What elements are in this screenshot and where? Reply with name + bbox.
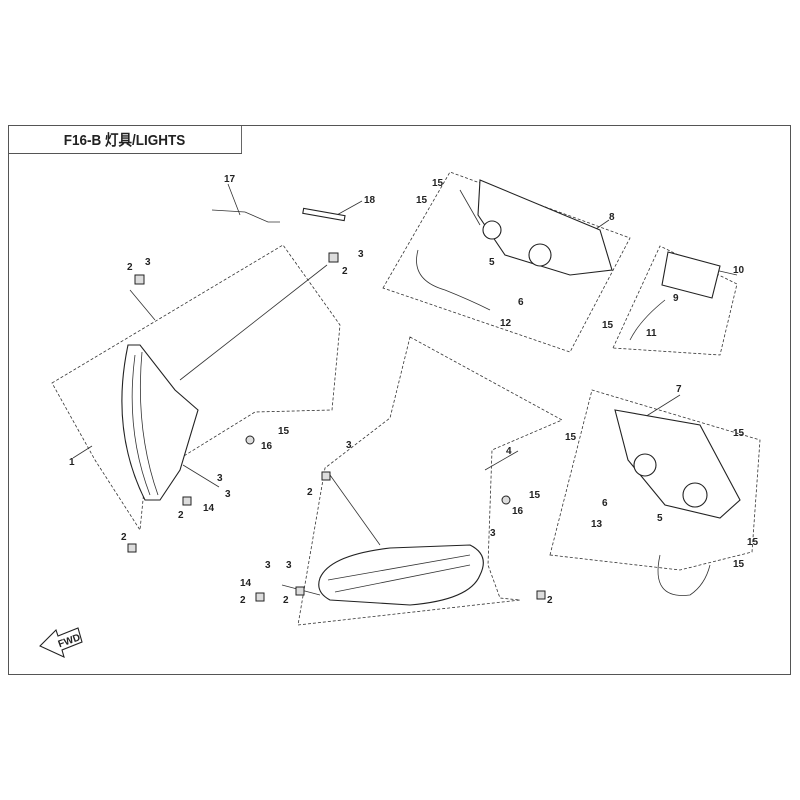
diagram-frame (8, 125, 791, 675)
forward-arrow-icon (39, 627, 83, 658)
callout-number: 11 (646, 328, 657, 339)
callout-number: 2 (283, 595, 289, 606)
taillight-upper (477, 179, 613, 276)
callout-number: 2 (127, 262, 133, 273)
taillight-lower (614, 409, 741, 519)
callout-number: 3 (265, 560, 271, 571)
callout-number: 10 (733, 265, 745, 276)
callout-number: 5 (489, 257, 495, 268)
callout-number: 2 (121, 532, 127, 543)
callout-number: 15 (733, 428, 745, 439)
headlight-left (121, 344, 199, 501)
callout-number: 3 (490, 528, 496, 539)
callout-number: 2 (178, 510, 184, 521)
clip-nut (321, 471, 331, 481)
callout-number: 7 (676, 384, 682, 395)
diagram-title: F16-B 灯具/LIGHTS (8, 125, 242, 154)
callout-number: 14 (240, 578, 252, 589)
callout-number: 14 (203, 503, 215, 514)
callout-number: 15 (747, 537, 759, 548)
callout-number: 3 (225, 489, 231, 500)
callout-number: 5 (657, 513, 663, 524)
clip-nut (536, 590, 546, 600)
wire-harness-11 (629, 299, 666, 341)
callout-number: 3 (286, 560, 292, 571)
callout-number: 15 (565, 432, 577, 443)
clip-nut (182, 496, 192, 506)
clip-nut (328, 252, 339, 263)
headlight-center-outline (297, 336, 563, 626)
parts (121, 179, 741, 606)
callout-number: 6 (518, 297, 524, 308)
clip-nut (295, 586, 305, 596)
callout-number: 15 (278, 426, 290, 437)
callout-number: 3 (346, 440, 352, 451)
bracket-17 (211, 209, 280, 223)
callout-number: 16 (512, 506, 524, 517)
callout-number: 4 (506, 446, 512, 457)
callout-number: 3 (217, 473, 223, 484)
callout-number: 1 (69, 457, 75, 468)
callout-number: 13 (591, 519, 603, 530)
headlight-left-outline (51, 244, 341, 532)
callout-number: 2 (547, 595, 553, 606)
callout-number: 17 (224, 174, 236, 185)
license-light-outline (612, 245, 738, 356)
taillight-upper-outline (382, 171, 631, 353)
callout-number: 3 (145, 257, 151, 268)
callout-number: 15 (416, 195, 428, 206)
clip-nut (134, 274, 145, 285)
wire-harness-13 (657, 554, 711, 596)
callout-number: 15 (733, 559, 745, 570)
callout-number: 15 (529, 490, 541, 501)
callout-number: 9 (673, 293, 679, 304)
callout-number: 2 (240, 595, 246, 606)
callout-number: 18 (364, 195, 376, 206)
bracket-18 (302, 207, 346, 222)
wire-harness-12 (416, 249, 491, 311)
assembly-outlines (51, 171, 761, 626)
callout-number: 3 (358, 249, 364, 260)
clip-nut (255, 592, 265, 602)
callout-number: 6 (602, 498, 608, 509)
fwd-arrow: FWD (39, 627, 83, 658)
callout-number: 2 (342, 266, 348, 277)
headlight-center (318, 544, 484, 606)
callout-number: 8 (609, 212, 615, 223)
grommet-16 (501, 495, 511, 505)
taillight-lower-outline (549, 389, 761, 571)
clip-nut (127, 543, 137, 553)
callout-number: 2 (307, 487, 313, 498)
callout-number: 15 (602, 320, 614, 331)
callout-number: 16 (261, 441, 273, 452)
callout-number: 15 (432, 178, 444, 189)
callout-number: 12 (500, 318, 512, 329)
license-light (661, 251, 721, 299)
grommet-16 (245, 435, 255, 445)
